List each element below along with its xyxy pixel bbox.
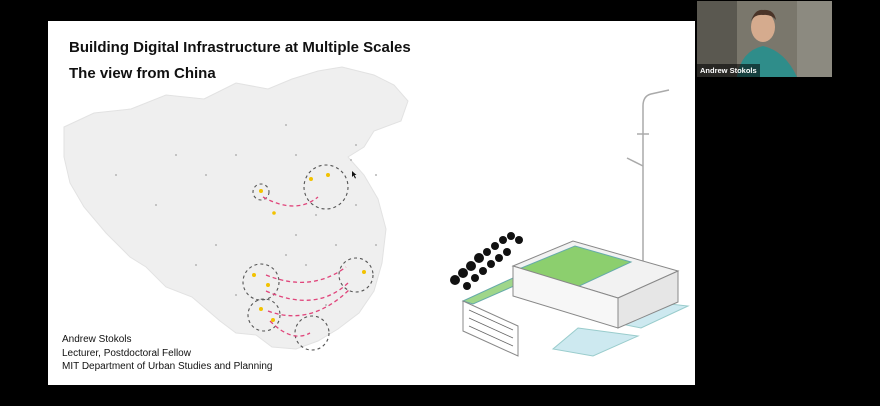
slide-title: Building Digital Infrastructure at Multi… bbox=[69, 39, 411, 56]
connection-arcs bbox=[262, 196, 351, 337]
building-side bbox=[617, 270, 679, 329]
trees bbox=[450, 232, 523, 290]
street-light bbox=[626, 89, 670, 261]
region-circles bbox=[242, 164, 374, 351]
presenter-credits: Andrew Stokols Lecturer, Postdoctoral Fe… bbox=[62, 333, 273, 374]
presentation-slide: Building Digital Infrastructure at Multi… bbox=[48, 21, 695, 385]
participant-video-tile[interactable]: Andrew Stokols bbox=[697, 1, 832, 77]
china-outline bbox=[63, 66, 409, 350]
slide-subtitle: The view from China bbox=[69, 65, 216, 82]
participant-name-label: Andrew Stokols bbox=[697, 64, 760, 77]
server-racks bbox=[468, 309, 514, 347]
water-pool-lower bbox=[551, 327, 640, 357]
author-name: Andrew Stokols bbox=[62, 334, 132, 345]
data-center-illustration bbox=[450, 89, 690, 357]
author-role: Lecturer, Postdoctoral Fellow bbox=[62, 347, 191, 359]
china-map-illustration bbox=[63, 66, 409, 351]
city-markers bbox=[252, 173, 366, 322]
city-dots bbox=[115, 124, 377, 306]
author-affiliation: MIT Department of Urban Studies and Plan… bbox=[62, 361, 273, 372]
mouse-cursor bbox=[352, 171, 357, 179]
